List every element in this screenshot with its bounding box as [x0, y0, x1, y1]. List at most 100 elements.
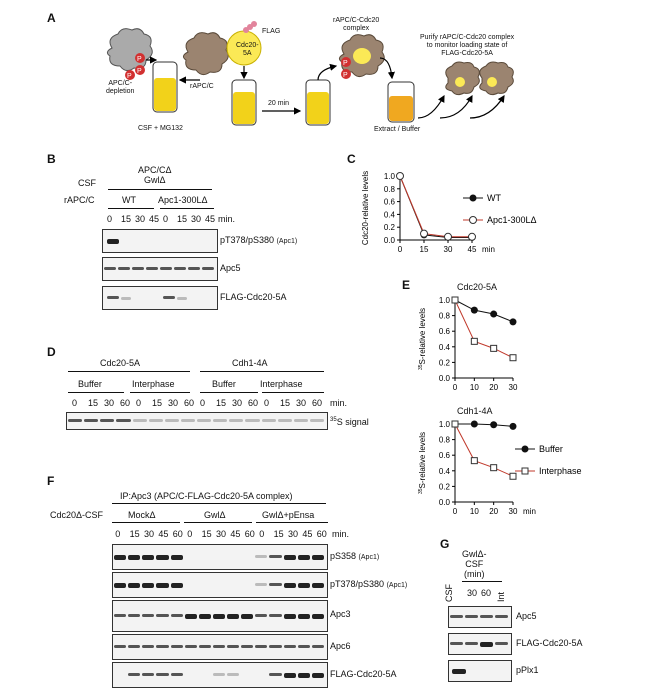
- legend-marker: [469, 216, 477, 224]
- lane-30: 30: [467, 588, 478, 598]
- blot-apc6: [112, 634, 328, 660]
- blot-band: [283, 614, 296, 619]
- time-tick: 30: [144, 529, 155, 539]
- data-point: [420, 229, 428, 238]
- blot-band: [170, 555, 183, 560]
- blot-band: [156, 645, 169, 648]
- data-point: [490, 310, 498, 318]
- time-tick: 30: [296, 398, 307, 408]
- extract-buffer-label: Extract / Buffer: [374, 126, 421, 133]
- cdc20-csf-label: Cdc20Δ-CSF: [50, 510, 104, 520]
- data-point: [470, 306, 478, 314]
- blot-band: [198, 614, 211, 619]
- time-tick: 15: [121, 214, 132, 224]
- blot-label-g-flag: FLAG-Cdc20-5A: [516, 638, 583, 648]
- blot-band: [142, 673, 155, 676]
- lane-60: 60: [481, 588, 492, 598]
- time-tick: 60: [316, 529, 327, 539]
- data-point: [509, 422, 517, 430]
- data-point: [509, 354, 517, 362]
- blot-band: [283, 645, 296, 648]
- time-tick: 60: [172, 529, 183, 539]
- blot-band: [297, 583, 310, 588]
- panel-g-letter: G: [440, 537, 450, 551]
- time-tick: 15: [201, 529, 212, 539]
- data-point: [490, 464, 498, 472]
- blot-band: [188, 267, 200, 270]
- blot-band: [495, 642, 508, 645]
- series-line: [454, 299, 514, 323]
- blot-band: [277, 419, 292, 422]
- blot-label-ps358: pS358 (Apc1): [330, 551, 380, 561]
- group-cdh1-4a: Cdh1-4A: [232, 358, 268, 368]
- time-tick: 60: [244, 529, 255, 539]
- blot-band: [297, 673, 310, 678]
- blot-band: [450, 615, 463, 618]
- blot-band: [164, 419, 179, 422]
- blot-band: [170, 673, 183, 676]
- signal-label: 35S signal: [330, 417, 369, 427]
- series-line: [455, 423, 514, 427]
- blot-band: [309, 419, 324, 422]
- blot-label-flag: FLAG-Cdc20-5A: [220, 292, 287, 302]
- lane-int: Int: [496, 591, 506, 602]
- data-point: [490, 344, 498, 352]
- ip-label: IP:Apc3 (APC/C-FLAG-Cdc20-5A complex): [120, 491, 293, 501]
- blot-pt378: [102, 229, 218, 253]
- blot-band: [227, 614, 240, 619]
- blot-band: [311, 555, 324, 560]
- blot-band: [311, 583, 324, 588]
- group-gwl-pensa: GwlΔ+pEnsa: [262, 510, 315, 520]
- time-tick: 0: [259, 529, 265, 539]
- time-tick: 0: [107, 214, 113, 224]
- y-tick-label: 0.2: [439, 358, 451, 367]
- time-tick: 45: [149, 214, 160, 224]
- blot-band: [114, 583, 127, 588]
- x-tick-label: 0: [398, 245, 403, 254]
- legend-label: Interphase: [539, 466, 582, 476]
- time-tick: 0: [187, 529, 193, 539]
- panel-f-letter: F: [47, 474, 55, 488]
- blot-35s-signal: [66, 412, 328, 430]
- blot-apc3: [112, 600, 328, 632]
- blot-band: [269, 645, 282, 648]
- time-tick: 0: [264, 398, 270, 408]
- x-tick-label: 10: [470, 507, 479, 516]
- blot-band: [156, 673, 169, 676]
- blot-pt378-f: [112, 572, 328, 598]
- y-tick-label: 0.6: [439, 327, 451, 336]
- blot-label-apc5: Apc5: [220, 263, 241, 273]
- blot-band: [450, 642, 463, 645]
- blot-band: [128, 614, 141, 617]
- blot-band: [174, 267, 186, 270]
- blot-band: [156, 583, 169, 588]
- depletion-label: APC/C-depletion: [106, 80, 135, 95]
- time-tick: 60: [248, 398, 259, 408]
- blot-band: [142, 614, 155, 617]
- blot-band: [261, 419, 276, 422]
- blot-band: [311, 645, 324, 648]
- blot-band: [269, 614, 282, 617]
- e-top-title: Cdc20-5A: [457, 282, 498, 292]
- legend-label: WT: [487, 193, 501, 203]
- time-tick: 30: [232, 398, 243, 408]
- blot-label-pt378-f: pT378/pS380 (Apc1): [330, 579, 408, 589]
- time-tick: 60: [120, 398, 131, 408]
- blot-band: [197, 419, 212, 422]
- blot-band: [212, 645, 226, 648]
- blot-label-flag-f: FLAG-Cdc20-5A: [330, 669, 397, 679]
- time-tick: 15: [280, 398, 291, 408]
- x-tick-label: 0: [453, 383, 458, 392]
- blot-label-g-apc5: Apc5: [516, 611, 537, 621]
- time-tick: 60: [184, 398, 195, 408]
- blot-band: [269, 555, 282, 558]
- blot-band: [241, 645, 254, 648]
- blot-label-apc6: Apc6: [330, 641, 351, 651]
- group-gwl: GwlΔ: [204, 510, 226, 520]
- blot-band: [227, 645, 240, 648]
- blot-band: [283, 555, 296, 560]
- time-tick: 45: [158, 529, 169, 539]
